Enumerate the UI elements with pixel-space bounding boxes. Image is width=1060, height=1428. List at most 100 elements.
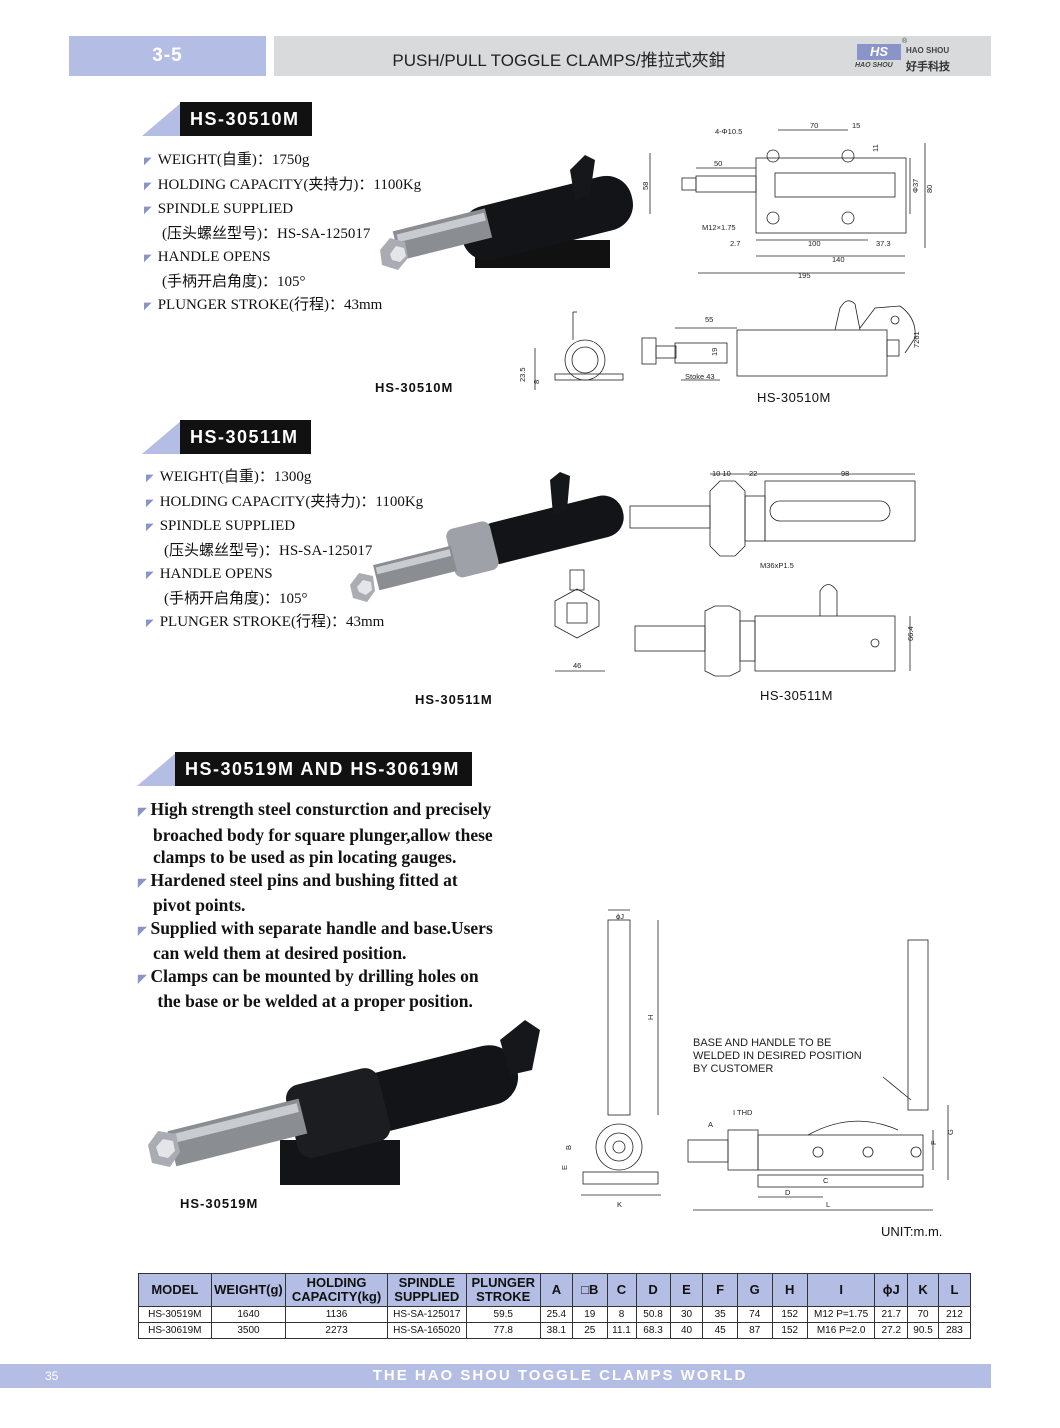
cell: 45 bbox=[702, 1322, 738, 1339]
cell: 40 bbox=[669, 1322, 704, 1339]
photo-caption-30511m: HS-30511M bbox=[415, 692, 493, 707]
label-f: F bbox=[929, 1140, 938, 1145]
feature-item: ◤Hardened steel pins and bushing fitted … bbox=[138, 869, 458, 890]
spec-list-30511m: ◤WEIGHT(自重)：1300g ◤HOLDING CAPACITY(夹持力)… bbox=[146, 466, 423, 636]
col-weight: WEIGHT(g) bbox=[210, 1273, 287, 1307]
label-i-thd: I THD bbox=[733, 1108, 753, 1117]
label-c: C bbox=[823, 1176, 829, 1185]
col-g: G bbox=[736, 1273, 773, 1307]
cell: 25 bbox=[572, 1322, 608, 1339]
col-capacity: HOLDING CAPACITY(kg) bbox=[285, 1273, 388, 1307]
spec-list-30510m: ◤WEIGHT(自重)：1750g ◤HOLDING CAPACITY(夹持力)… bbox=[144, 149, 421, 319]
col-a: A bbox=[539, 1273, 574, 1307]
logo-registered-mark: ® bbox=[902, 38, 908, 45]
cell: 1136 bbox=[285, 1306, 388, 1323]
bullet-arrow-icon: ◤ bbox=[144, 205, 152, 216]
logo-english: HAO SHOU bbox=[906, 46, 950, 55]
bullet-arrow-icon: ◤ bbox=[144, 180, 152, 192]
table-header-row: MODEL WEIGHT(g) HOLDING CAPACITY(kg) SPI… bbox=[138, 1273, 972, 1307]
product-photo-30519m bbox=[148, 1020, 540, 1185]
dim-100: 100 bbox=[808, 239, 821, 248]
cell: 38.1 bbox=[539, 1322, 574, 1339]
cell: 74 bbox=[736, 1306, 773, 1323]
feature-item: ◤High strength steel consturction and pr… bbox=[138, 799, 492, 819]
bullet-arrow-icon: ◤ bbox=[138, 972, 147, 985]
cell: 19 bbox=[572, 1306, 608, 1323]
note-line-3: BY CUSTOMER bbox=[693, 1063, 773, 1075]
bullet-arrow-icon: ◤ bbox=[146, 618, 154, 629]
spec-spindle: SPINDLE SUPPLIED bbox=[159, 518, 296, 534]
cell: 87 bbox=[736, 1322, 773, 1339]
dim-7261: 7261 bbox=[912, 331, 921, 348]
footer-text: THE HAO SHOU TOGGLE CLAMPS WORLD bbox=[372, 1367, 748, 1384]
cell: 68.3 bbox=[635, 1322, 671, 1339]
feature-line: the base or be welded at a proper positi… bbox=[153, 991, 473, 1011]
footer-bar: 35 THE HAO SHOU TOGGLE CLAMPS WORLD bbox=[0, 1364, 991, 1388]
col-d: D bbox=[635, 1273, 671, 1307]
feature-line: can weld them at desired position. bbox=[153, 943, 407, 963]
cell: 90.5 bbox=[907, 1322, 939, 1339]
drawing-caption-30511m: HS-30511M bbox=[760, 688, 833, 703]
dim-holes: 4-Φ10.5 bbox=[715, 127, 742, 136]
dim-58: 58 bbox=[641, 182, 650, 190]
section-number: 3-5 bbox=[69, 36, 266, 76]
cell: HS-SA-125017 bbox=[386, 1306, 467, 1323]
cell: 1640 bbox=[210, 1306, 287, 1323]
col-e: E bbox=[669, 1273, 704, 1307]
dim-8: 8 bbox=[532, 380, 541, 384]
col-model: MODEL bbox=[138, 1273, 212, 1307]
header-bar: PUSH/PULL TOGGLE CLAMPS/推拉式夾鉗 HS HAO SHO… bbox=[274, 36, 991, 76]
bullet-arrow-icon: ◤ bbox=[144, 156, 152, 167]
spec-capacity: HOLDING CAPACITY(夹持力)：1100Kg bbox=[157, 176, 422, 193]
logo-chinese: 好手科技 bbox=[906, 61, 950, 73]
label-l: L bbox=[826, 1200, 830, 1209]
cell: 283 bbox=[937, 1322, 972, 1339]
dim-195: 195 bbox=[798, 271, 811, 280]
col-spindle: SPINDLE SUPPLIED bbox=[386, 1273, 467, 1307]
dim-37-3: 37.3 bbox=[876, 239, 891, 248]
dim-55: 55 bbox=[705, 315, 713, 324]
col-j: ϕJ bbox=[874, 1273, 909, 1307]
logo-mark: HS bbox=[857, 44, 901, 60]
dim-70: 70 bbox=[810, 121, 818, 130]
spec-handle-angle: (手柄开启角度)：105° bbox=[162, 273, 306, 290]
spec-spindle-model: (压头螺丝型号)：HS-SA-125017 bbox=[162, 225, 371, 242]
bullet-arrow-icon: ◤ bbox=[146, 522, 154, 533]
col-l: L bbox=[937, 1273, 972, 1307]
bullet-arrow-icon: ◤ bbox=[146, 497, 154, 509]
dim-stroke: Stoke 43 bbox=[685, 372, 715, 381]
dim-thread: M12×1.75 bbox=[702, 223, 736, 232]
label-k: K bbox=[617, 1200, 622, 1209]
cell: HS-SA-165020 bbox=[386, 1322, 467, 1339]
spec-stroke: PLUNGER STROKE(行程)：43mm bbox=[157, 297, 383, 313]
dim-thread: M36xP1.5 bbox=[760, 561, 794, 570]
cell: 77.8 bbox=[465, 1322, 541, 1339]
dim-11: 11 bbox=[871, 144, 880, 152]
dim-66-4: 66.4 bbox=[906, 626, 915, 641]
product-model: HS-30511M bbox=[180, 420, 311, 454]
dim-phi37: Φ37 bbox=[911, 179, 920, 193]
page-title: PUSH/PULL TOGGLE CLAMPS/推拉式夾鉗 bbox=[392, 51, 726, 70]
spec-capacity: HOLDING CAPACITY(夹持力)：1100Kg bbox=[159, 493, 424, 510]
cell: HS-30619M bbox=[138, 1322, 212, 1339]
cell: 35 bbox=[702, 1306, 738, 1323]
bullet-arrow-icon: ◤ bbox=[146, 570, 154, 581]
col-h: H bbox=[771, 1273, 808, 1307]
bullet-arrow-icon: ◤ bbox=[138, 806, 147, 818]
page-number: 35 bbox=[45, 1369, 59, 1383]
label-a: A bbox=[708, 1120, 713, 1129]
cell: 59.5 bbox=[465, 1306, 541, 1323]
dim-22: 22 bbox=[749, 469, 757, 478]
col-k: K bbox=[907, 1273, 939, 1307]
cell: 8 bbox=[606, 1306, 637, 1323]
feature-list: ◤High strength steel consturction and pr… bbox=[138, 798, 493, 1013]
dim-15: 15 bbox=[852, 121, 860, 130]
series-title: HS-30519M AND HS-30619M bbox=[175, 752, 472, 786]
logo-mark-sub: HAO SHOU bbox=[855, 62, 893, 69]
label-h: H bbox=[646, 1015, 655, 1020]
dim-46: 46 bbox=[573, 661, 581, 670]
label-d: D bbox=[785, 1188, 791, 1197]
product-model: HS-30510M bbox=[180, 102, 312, 136]
spec-handle: HANDLE OPENS bbox=[159, 566, 273, 582]
cell: 2273 bbox=[285, 1322, 388, 1339]
